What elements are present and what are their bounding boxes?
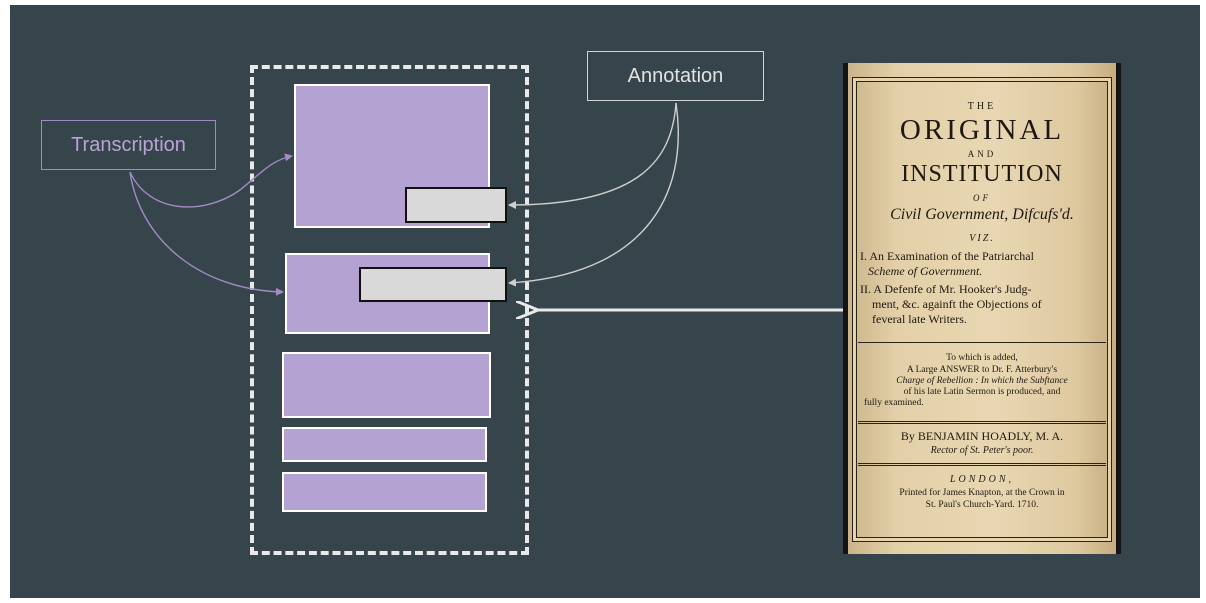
book-added-2: A Large ANSWER to Dr. F. Atterbury's xyxy=(906,365,1058,375)
rule-1 xyxy=(858,342,1106,343)
rule-2 xyxy=(858,421,1106,424)
rule-3 xyxy=(858,463,1106,466)
book-and: AND xyxy=(967,149,997,159)
book-item1-line2: Scheme of Government. xyxy=(868,264,983,278)
book-original: ORIGINAL xyxy=(899,114,1065,146)
book-institution: INSTITUTION xyxy=(901,161,1063,187)
book-title-page: THE ORIGINAL AND INSTITUTION OF Civil Go… xyxy=(843,63,1121,554)
book-item1-line1: I. An Examination of the Patriarchal xyxy=(860,249,1034,263)
book-author: By BENJAMIN HOADLY, M. A. xyxy=(900,429,1064,443)
book-item2-line3: feveral late Writers. xyxy=(872,312,967,326)
book-of: OF xyxy=(973,193,991,203)
title-page-paper: THE ORIGINAL AND INSTITUTION OF Civil Go… xyxy=(848,63,1116,554)
book-viz: VIZ. xyxy=(969,233,995,244)
title-page-border xyxy=(852,77,1112,542)
text-block-4 xyxy=(282,427,487,462)
book-item2-line1: II. A Defenfe of Mr. Hooker's Judg- xyxy=(860,282,1032,296)
annotation-note-2 xyxy=(359,267,507,302)
book-printed-1: Printed for James Knapton, at the Crown … xyxy=(899,488,1065,498)
transcription-text: Transcription xyxy=(71,133,186,156)
book-london: LONDON, xyxy=(949,474,1015,485)
book-added-5: fully examined. xyxy=(864,398,924,408)
book-printed-2: St. Paul's Church-Yard. 1710. xyxy=(925,500,1039,510)
annotation-text: Annotation xyxy=(627,64,724,87)
book-rector: Rector of St. Peter's poor. xyxy=(930,445,1034,456)
text-block-3 xyxy=(282,352,491,418)
annotation-label: Annotation xyxy=(587,51,764,101)
transcription-label: Transcription xyxy=(41,120,216,170)
book-civil-government: Civil Government, Difcufs'd. xyxy=(890,206,1074,223)
book-the: THE xyxy=(967,101,997,112)
book-added-1: To which is added, xyxy=(946,353,1018,363)
book-added-4: of his late Latin Sermon is produced, an… xyxy=(903,387,1061,397)
book-added-3: Charge of Rebellion : In which the Subft… xyxy=(896,376,1068,386)
book-item2-line2: ment, &c. againft the Objections of xyxy=(872,297,1042,311)
annotation-note-1 xyxy=(405,187,507,223)
text-block-5 xyxy=(282,472,487,512)
